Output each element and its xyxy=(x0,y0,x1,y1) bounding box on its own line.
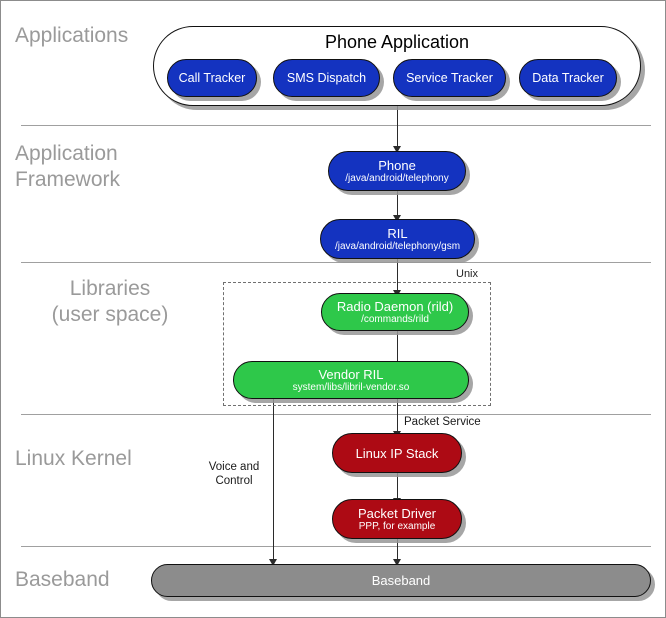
app-pill-label: Service Tracker xyxy=(406,70,493,85)
phone-application-title: Phone Application xyxy=(324,32,470,52)
node-linux-ip-stack[interactable]: Linux IP Stack xyxy=(332,433,462,473)
node-radio-daemon[interactable]: Radio Daemon (rild) /commands/rild xyxy=(321,293,469,331)
node-subtitle: /java/android/telephony/gsm xyxy=(334,240,461,252)
node-vendor-ril[interactable]: Vendor RIL system/libs/libril-vendor.so xyxy=(233,361,469,399)
node-title: Radio Daemon (rild) xyxy=(336,298,454,314)
layer-label-libraries: Libraries (user space) xyxy=(51,277,169,326)
node-title: RIL xyxy=(387,225,408,241)
arrowhead-voice-control-to-baseband xyxy=(269,559,277,566)
arrowhead-app-to-phone xyxy=(393,146,401,153)
connector-vendorril-to-ipstack xyxy=(397,399,398,434)
divider-framework-libraries xyxy=(21,262,651,263)
layer-label-application-framework: Application Framework xyxy=(15,142,121,191)
annotation-voice-and-control: Voice and Control xyxy=(208,461,260,487)
node-title: Linux IP Stack xyxy=(355,445,439,461)
arrowhead-packetdriver-to-baseband xyxy=(393,559,401,566)
node-title: Phone xyxy=(378,157,416,173)
node-subtitle: /java/android/telephony xyxy=(345,172,449,184)
connector-ril-to-rild xyxy=(397,259,398,292)
divider-applications-framework xyxy=(21,125,651,126)
node-phone[interactable]: Phone /java/android/telephony xyxy=(328,151,466,191)
node-title: Vendor RIL xyxy=(318,366,384,382)
divider-kernel-baseband xyxy=(21,546,651,547)
connector-rild-to-vendorril xyxy=(397,331,398,363)
app-pill-label: Call Tracker xyxy=(178,70,246,85)
annotation-packet-service: Packet Service xyxy=(404,416,481,428)
node-title: Baseband xyxy=(371,573,431,588)
connector-voice-control-to-baseband xyxy=(273,399,274,564)
app-pill-service-tracker[interactable]: Service Tracker xyxy=(393,59,506,97)
node-subtitle: PPP, for example xyxy=(358,520,436,532)
node-subtitle: system/libs/libril-vendor.so xyxy=(292,381,410,393)
unix-region-label: Unix xyxy=(456,268,479,280)
node-subtitle: /commands/rild xyxy=(361,313,429,325)
app-pill-label: Data Tracker xyxy=(532,70,604,85)
app-pill-call-tracker[interactable]: Call Tracker xyxy=(167,59,257,97)
node-packet-driver[interactable]: Packet Driver PPP, for example xyxy=(332,499,462,539)
connector-packetdriver-to-baseband xyxy=(397,535,398,564)
connector-app-to-phone xyxy=(397,106,398,148)
app-pill-label: SMS Dispatch xyxy=(286,70,367,85)
layer-label-linux-kernel: Linux Kernel xyxy=(15,447,132,470)
app-pill-sms-dispatch[interactable]: SMS Dispatch xyxy=(273,59,380,97)
layer-label-baseband: Baseband xyxy=(15,568,110,591)
layer-label-applications: Applications xyxy=(15,24,129,47)
connector-ipstack-to-packetdriver xyxy=(397,473,398,500)
divider-libraries-kernel xyxy=(21,414,651,415)
node-baseband[interactable]: Baseband xyxy=(151,564,651,597)
unix-region xyxy=(223,282,491,406)
app-pill-data-tracker[interactable]: Data Tracker xyxy=(519,59,617,97)
connector-phone-to-ril xyxy=(397,191,398,217)
node-ril[interactable]: RIL /java/android/telephony/gsm xyxy=(320,219,475,259)
node-title: Packet Driver xyxy=(357,505,437,521)
